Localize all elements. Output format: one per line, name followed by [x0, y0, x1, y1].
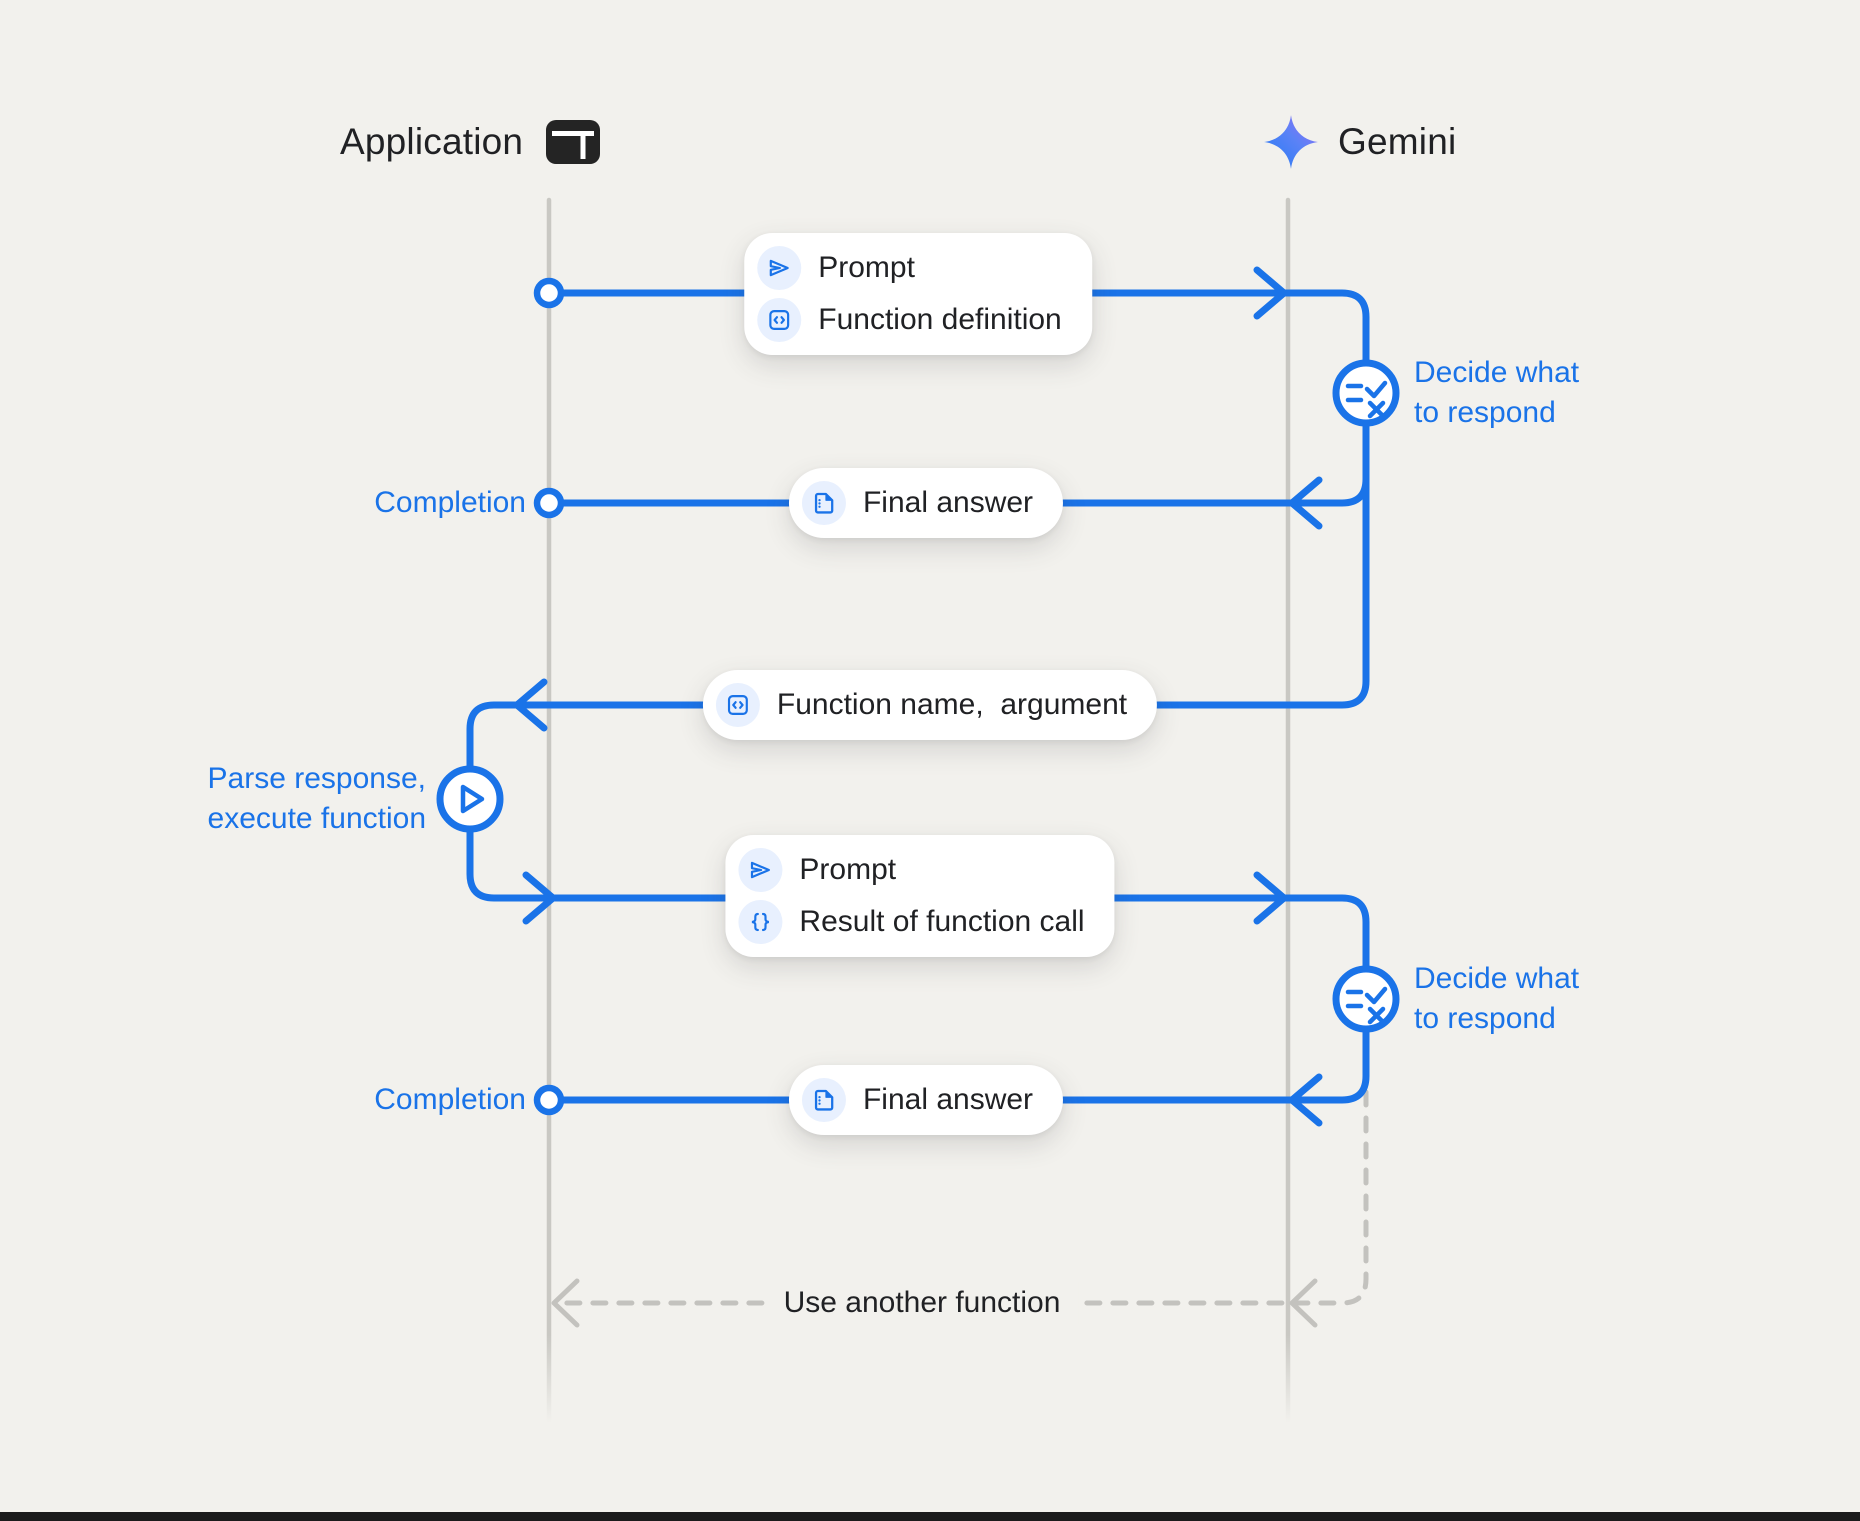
footer-bar — [0, 1512, 1860, 1521]
lifeline-fade — [0, 1335, 1860, 1445]
decide1-line2: to respond — [1414, 396, 1556, 429]
message-label: Final answer — [862, 1083, 1034, 1116]
request1-start-endpoint — [533, 277, 565, 309]
card-row: Function definition — [757, 298, 1062, 342]
arrowhead-final1 — [1288, 476, 1323, 530]
checklist-icon — [1345, 986, 1388, 1025]
arrowhead-request1 — [1253, 266, 1288, 320]
loop-back-arrowhead-application — [551, 1278, 580, 1328]
loop-back-arrowhead-gemini — [1289, 1278, 1318, 1328]
decide2-line1: Decide what — [1414, 962, 1580, 995]
decide-node-2 — [1332, 965, 1400, 1033]
loop-back-label: Use another function — [765, 1282, 1079, 1324]
message-card-request2: Prompt Result of function call — [725, 835, 1115, 957]
completion2-endpoint — [533, 1084, 565, 1116]
decide-node-1 — [1332, 359, 1400, 427]
execute-line2: execute function — [207, 802, 426, 835]
gemini-star-icon — [1262, 113, 1320, 171]
message-card-final2: Final answer — [788, 1065, 1064, 1135]
document-icon — [801, 481, 846, 525]
completion1-endpoint — [533, 487, 565, 519]
completion1-label: Completion — [374, 486, 526, 519]
message-label: Function name, argument — [776, 688, 1128, 721]
send-icon — [757, 246, 802, 290]
application-label: Application — [340, 121, 524, 162]
actor-gemini: Gemini — [1262, 114, 1456, 170]
checklist-icon — [1345, 380, 1388, 419]
message-label: Function definition — [818, 303, 1062, 336]
message-label: Final answer — [862, 486, 1034, 519]
final-answer1-branch-path — [557, 451, 1370, 507]
actor-application: Application — [340, 114, 601, 170]
app-window-icon — [545, 119, 601, 165]
message-card-request1: Prompt Function definition — [744, 233, 1092, 355]
execute-label: Parse response, execute function — [208, 759, 426, 839]
code-box-icon — [757, 298, 802, 342]
play-icon — [460, 784, 485, 814]
braces-icon — [738, 900, 783, 944]
decide2-label: Decide what to respond — [1414, 959, 1579, 1039]
execute-node — [436, 765, 504, 833]
arrowhead-final2 — [1288, 1073, 1323, 1127]
arrowhead-request2 — [1253, 871, 1288, 925]
message-label: Prompt — [818, 251, 915, 284]
message-card-final1: Final answer — [788, 468, 1064, 538]
document-icon — [801, 1078, 846, 1122]
card-row: Function name, argument — [715, 683, 1128, 727]
message-label: Prompt — [799, 853, 897, 886]
arrowhead-request2-start — [522, 871, 557, 925]
message-card-function-call: Function name, argument — [702, 670, 1158, 740]
decide1-label: Decide what to respond — [1414, 353, 1579, 433]
card-row: Final answer — [801, 481, 1034, 525]
completion2-label: Completion — [374, 1083, 526, 1116]
execute-line1: Parse response, — [207, 762, 426, 795]
card-row: Prompt — [738, 848, 1084, 892]
arrowhead-function-call — [513, 678, 548, 732]
loop-back-dashed-path — [554, 1089, 1369, 1306]
gemini-label: Gemini — [1338, 121, 1457, 162]
message-label: Result of function call — [799, 905, 1085, 938]
decide2-line2: to respond — [1414, 1002, 1556, 1035]
card-row: Final answer — [801, 1078, 1034, 1122]
card-row: Result of function call — [738, 900, 1085, 944]
decide1-line1: Decide what — [1414, 356, 1580, 389]
code-box-icon — [715, 683, 760, 727]
send-icon — [738, 848, 783, 892]
card-row: Prompt — [757, 246, 1062, 290]
